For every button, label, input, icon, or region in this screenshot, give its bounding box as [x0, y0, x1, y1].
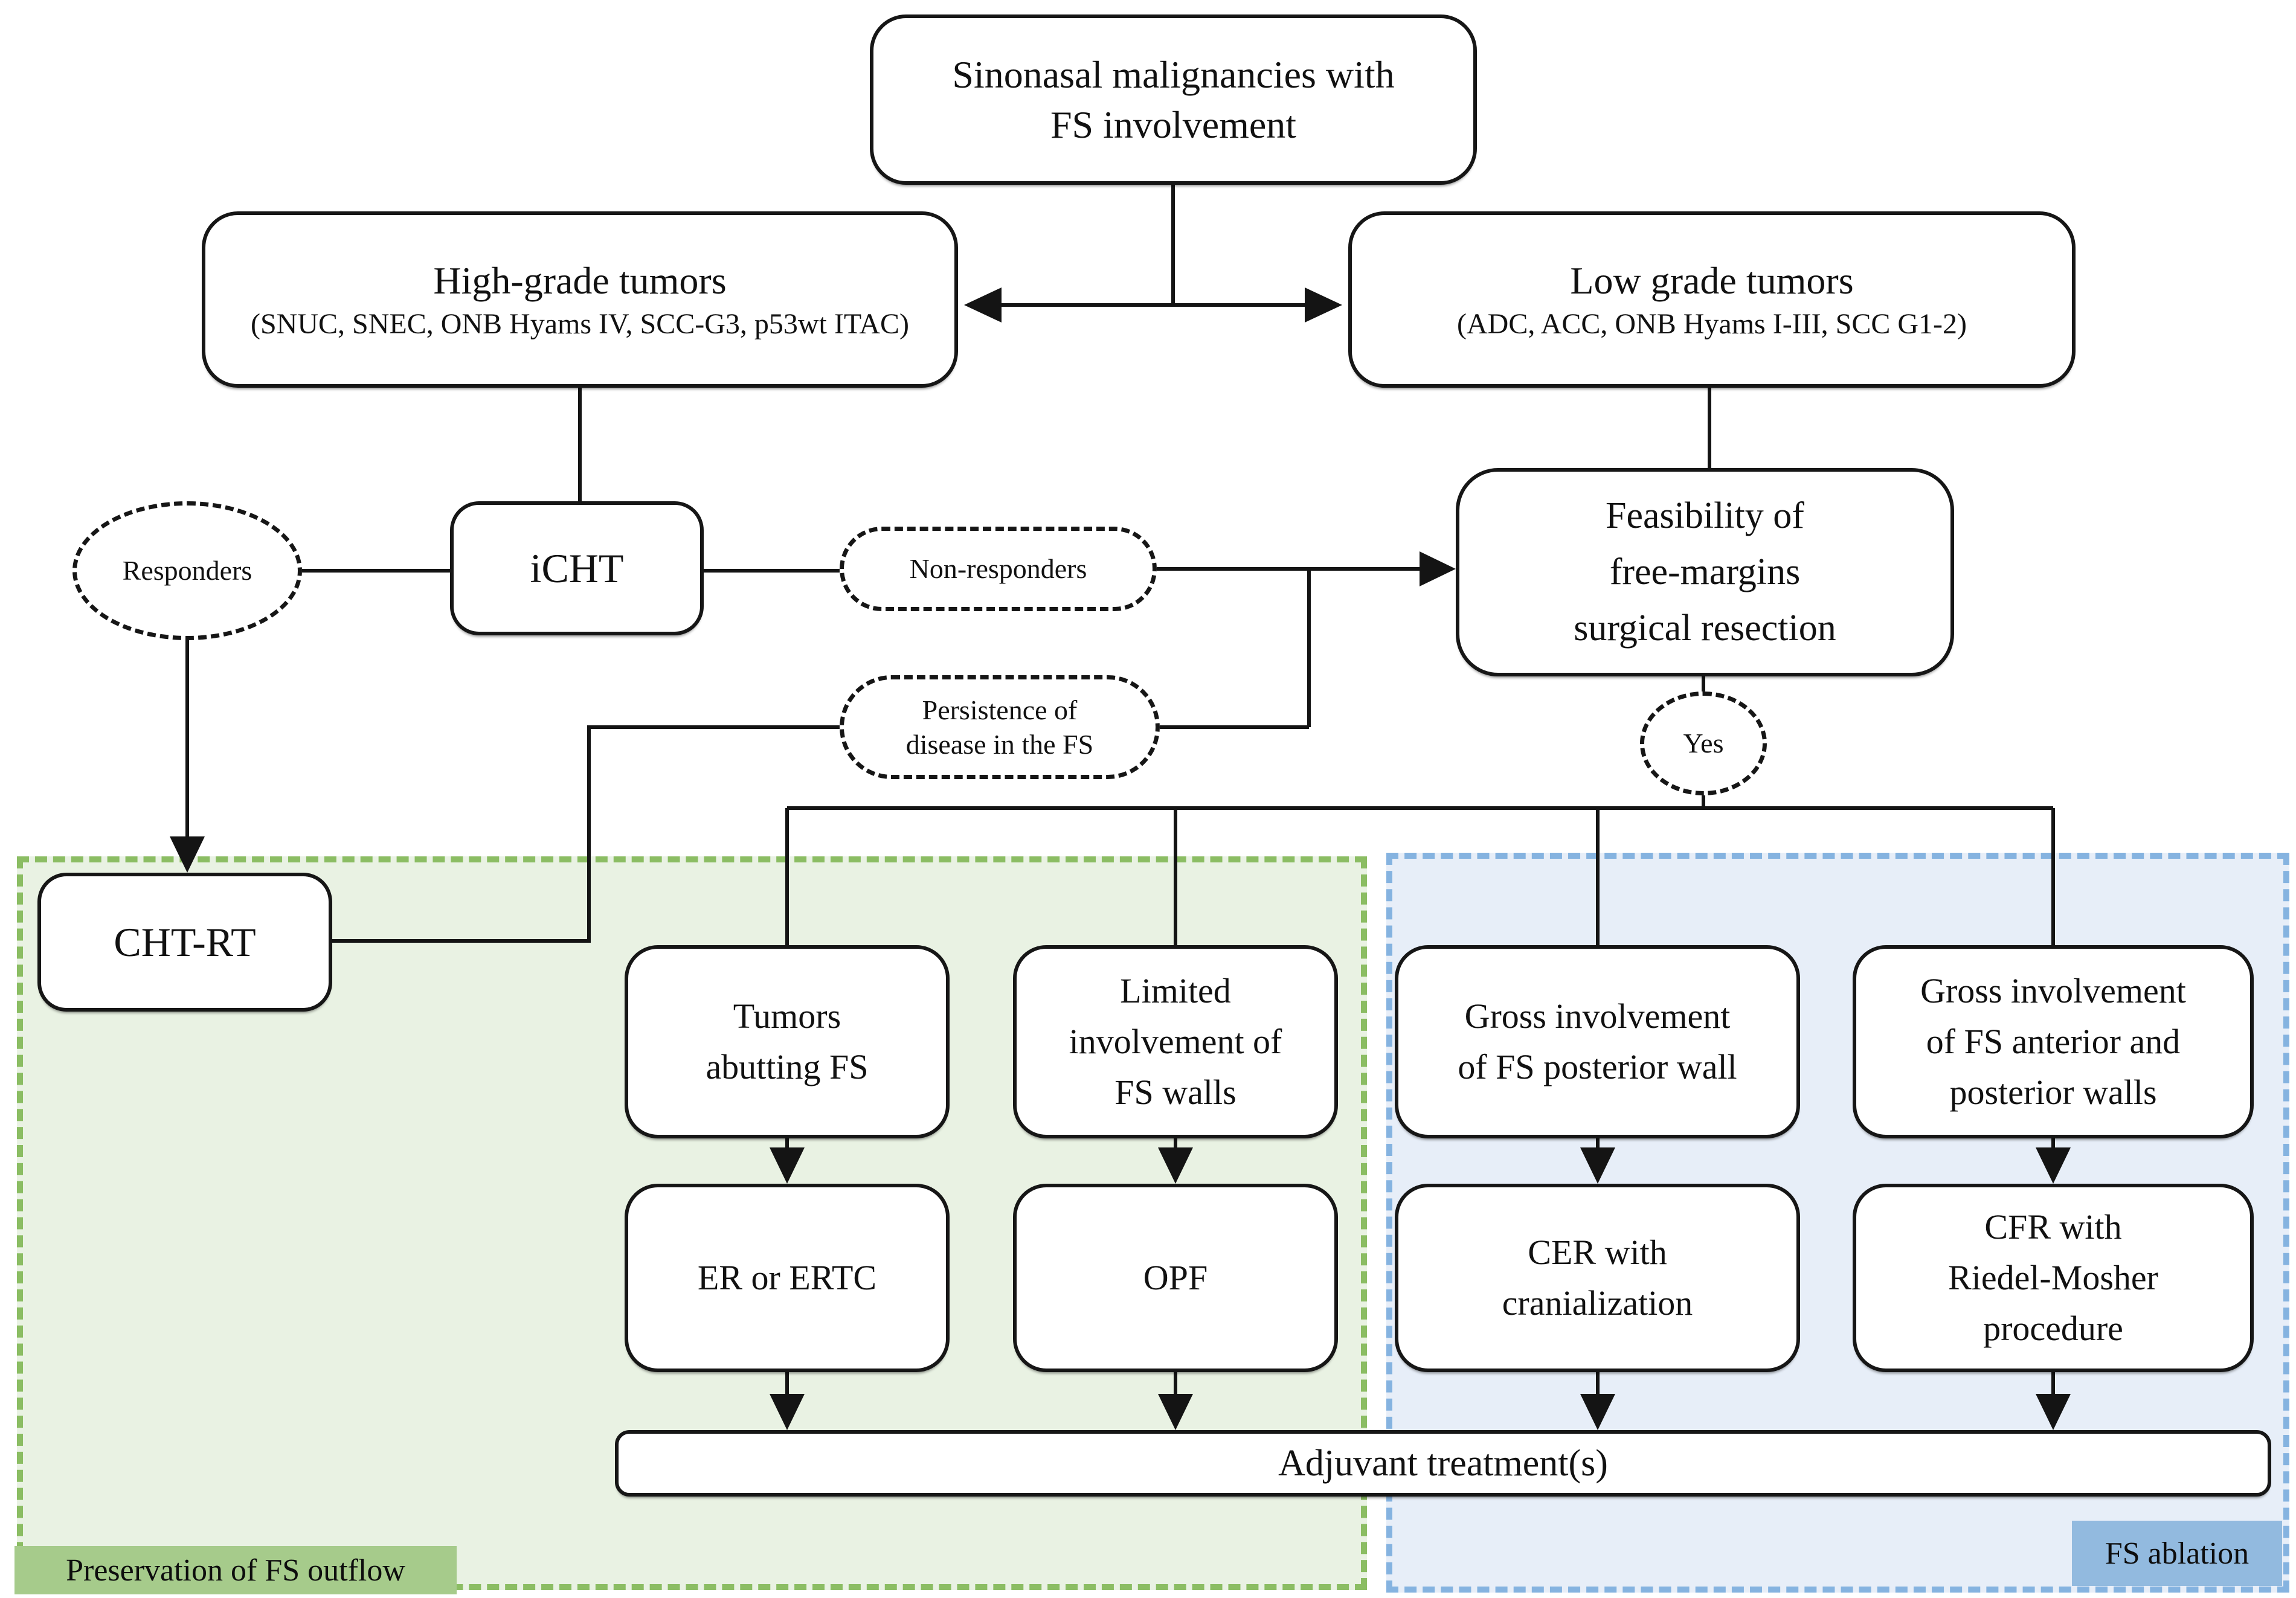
- node-label: OPF: [1143, 1258, 1208, 1298]
- node-cht-rt: CHT-RT: [37, 873, 332, 1012]
- arrowhead-to-cer: [1580, 1147, 1615, 1184]
- node-tumors-abutting-fs: Tumors abutting FS: [625, 945, 950, 1138]
- node-line: abutting FS: [706, 1047, 869, 1086]
- node-line: Limited: [1120, 971, 1231, 1010]
- arrowhead-to-high-grade: [964, 287, 1002, 322]
- node-line: CFR with: [1984, 1207, 2122, 1247]
- node-line: disease in the FS: [905, 729, 1094, 760]
- node-adjuvant-treatments: Adjuvant treatment(s): [615, 1430, 2271, 1497]
- node-feasibility: Feasibility of free-margins surgical res…: [1456, 468, 1954, 676]
- node-line: Sinonasal malignancies with: [952, 53, 1395, 96]
- node-line: free-margins: [1609, 551, 1801, 592]
- node-line: surgical resection: [1574, 608, 1836, 649]
- arrowhead-opf-adjuvant: [1158, 1394, 1193, 1430]
- node-responders: Responders: [72, 501, 302, 640]
- node-line: posterior walls: [1949, 1073, 2157, 1112]
- node-line: CER with: [1528, 1232, 1667, 1272]
- node-label: CHT-RT: [114, 919, 256, 965]
- node-subtitle: (ADC, ACC, ONB Hyams I-III, SCC G1-2): [1457, 308, 1967, 341]
- region-label-text: FS ablation: [2105, 1536, 2249, 1571]
- node-non-responders: Non-responders: [840, 527, 1157, 611]
- region-label-text: Preservation of FS outflow: [66, 1553, 405, 1588]
- node-line: cranialization: [1502, 1283, 1693, 1323]
- arrowhead-cer-adjuvant: [1580, 1394, 1615, 1430]
- node-gross-involvement-posterior: Gross involvement of FS posterior wall: [1395, 945, 1800, 1138]
- node-title: Low grade tumors: [1570, 259, 1854, 303]
- node-line: Feasibility of: [1606, 495, 1804, 536]
- node-gross-involvement-ant-post: Gross involvement of FS anterior and pos…: [1853, 945, 2254, 1138]
- node-line: Gross involvement: [1920, 971, 2186, 1010]
- node-line: of FS anterior and: [1926, 1021, 2181, 1061]
- node-label: Yes: [1683, 728, 1724, 759]
- node-er-or-ertc: ER or ERTC: [625, 1184, 950, 1372]
- node-title: High-grade tumors: [433, 259, 727, 303]
- node-line: procedure: [1983, 1309, 2123, 1349]
- node-line: of FS posterior wall: [1458, 1047, 1737, 1086]
- node-label: iCHT: [530, 545, 624, 591]
- node-label: Adjuvant treatment(s): [1278, 1442, 1608, 1484]
- node-label: Responders: [122, 555, 252, 586]
- node-high-grade-tumors: High-grade tumors (SNUC, SNEC, ONB Hyams…: [202, 211, 958, 388]
- arrowhead-to-low-grade: [1305, 287, 1342, 322]
- node-icht: iCHT: [450, 501, 704, 635]
- node-line: FS walls: [1114, 1073, 1236, 1112]
- arrowhead-to-er: [770, 1147, 805, 1184]
- arrowhead-cfr-adjuvant: [2036, 1394, 2071, 1430]
- node-subtitle: (SNUC, SNEC, ONB Hyams IV, SCC-G3, p53wt…: [250, 308, 909, 341]
- node-line: Persistence of: [922, 694, 1078, 725]
- node-line: Tumors: [733, 996, 841, 1036]
- connector-persistence-chtrt: [332, 725, 840, 943]
- node-line: involvement of: [1069, 1021, 1282, 1061]
- node-cfr-riedel-mosher: CFR with Riedel-Mosher procedure: [1853, 1184, 2254, 1372]
- node-line: Riedel-Mosher: [1948, 1257, 2158, 1297]
- arrowhead-to-feasibility: [1420, 551, 1456, 586]
- node-yes: Yes: [1640, 692, 1767, 795]
- node-label: Non-responders: [909, 553, 1087, 585]
- node-opf: OPF: [1013, 1184, 1338, 1372]
- node-line: Gross involvement: [1464, 996, 1731, 1036]
- node-line: FS involvement: [1050, 103, 1297, 146]
- ablation-region-label: FS ablation: [2072, 1521, 2282, 1586]
- node-low-grade-tumors: Low grade tumors (ADC, ACC, ONB Hyams I-…: [1348, 211, 2076, 388]
- arrowhead-to-opf: [1158, 1147, 1193, 1184]
- node-label: ER or ERTC: [697, 1258, 877, 1298]
- arrowhead-to-cfr: [2036, 1147, 2071, 1184]
- arrowhead-to-chtrt: [170, 836, 205, 873]
- preservation-region-label: Preservation of FS outflow: [14, 1546, 457, 1594]
- node-cer-cranialization: CER with cranialization: [1395, 1184, 1800, 1372]
- node-sinonasal-malignancies: Sinonasal malignancies with FS involveme…: [870, 14, 1477, 185]
- node-persistence: Persistence of disease in the FS: [840, 675, 1160, 779]
- node-limited-involvement: Limited involvement of FS walls: [1013, 945, 1338, 1138]
- arrowhead-er-adjuvant: [770, 1394, 805, 1430]
